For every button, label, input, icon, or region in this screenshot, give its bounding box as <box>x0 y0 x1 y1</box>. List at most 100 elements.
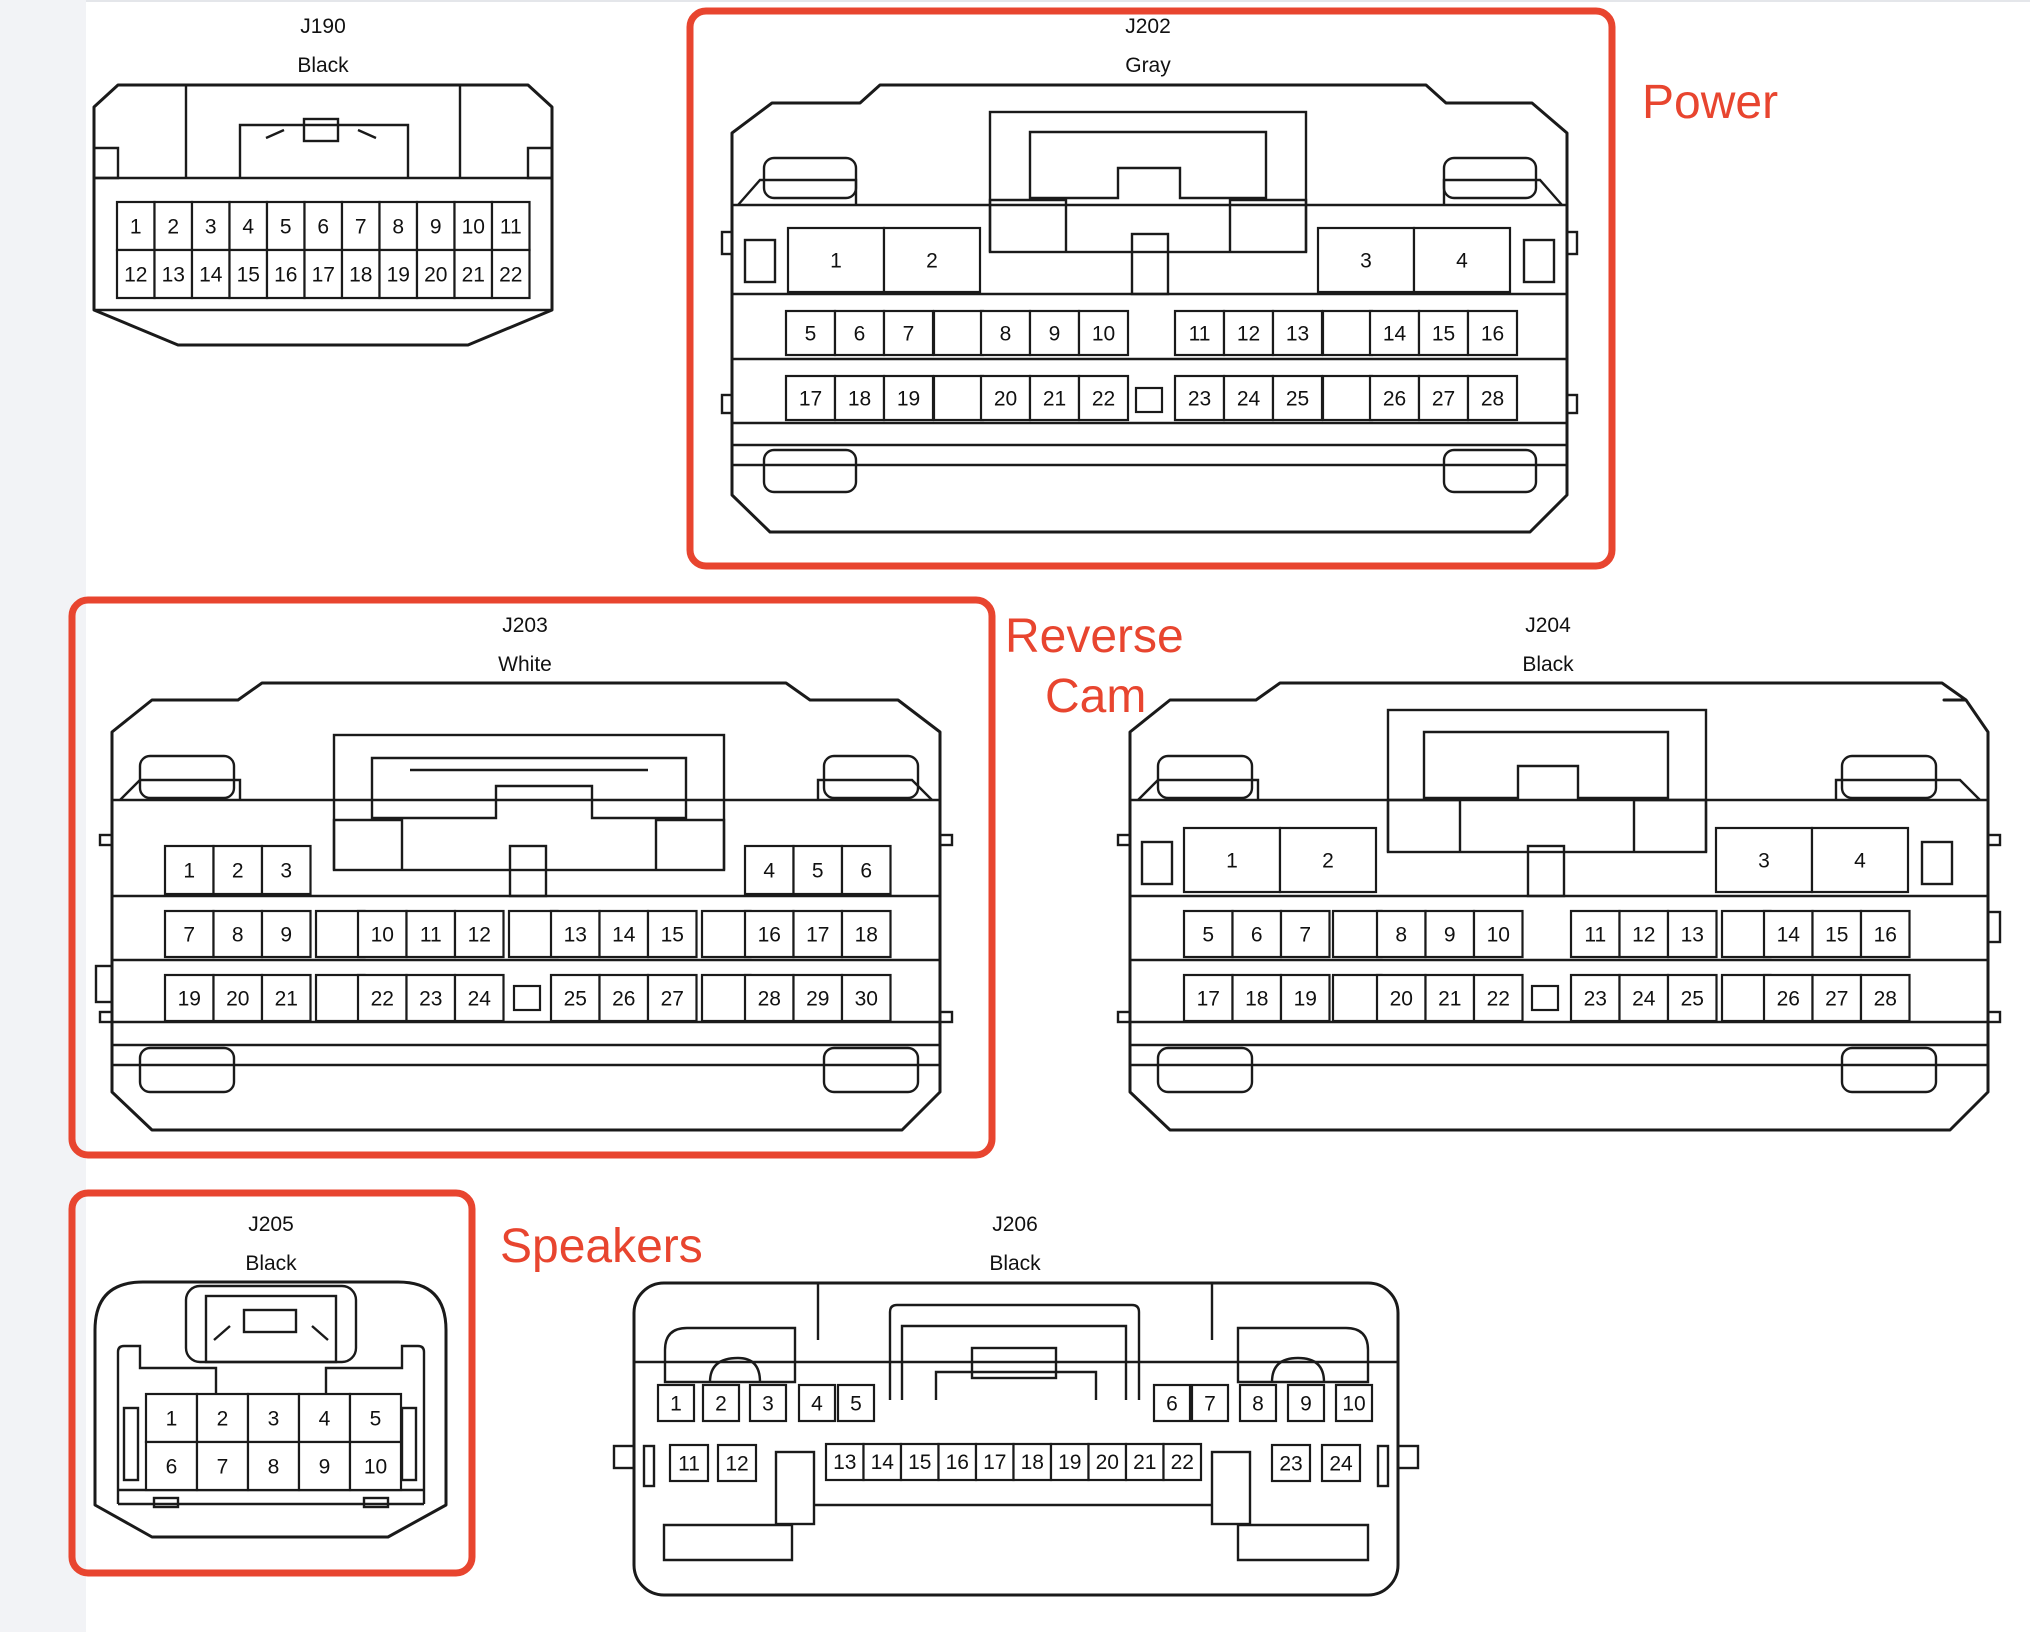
j190-pin-14-label: 14 <box>199 264 223 287</box>
j204-blank-cavity <box>1530 984 1560 1012</box>
j203-id: J203 <box>502 614 548 637</box>
j206-pin-23-label: 23 <box>1279 1453 1302 1476</box>
j206-pin-13-label: 13 <box>833 1451 856 1474</box>
j204-pin-9-label: 9 <box>1444 924 1456 947</box>
j190-pin-11-label: 11 <box>500 216 522 239</box>
j204-pin-23-label: 23 <box>1584 988 1607 1011</box>
j206-pin-15 <box>899 1442 940 1482</box>
j202-pin-28 <box>1466 374 1519 422</box>
j203-connector <box>94 681 954 1132</box>
j205-pin-8-label: 8 <box>268 1456 280 1479</box>
j202-pin-21 <box>1028 374 1081 422</box>
j203-pin-11 <box>405 909 457 959</box>
j202-pin-5-label: 5 <box>805 323 817 346</box>
j190-pin-1 <box>115 200 156 252</box>
j204-pin-23 <box>1569 973 1621 1023</box>
j203-pin-26-label: 26 <box>612 988 635 1011</box>
j204-color: Black <box>1522 653 1574 676</box>
j190-pin-12-label: 12 <box>124 264 147 287</box>
j203-pin-3-label: 3 <box>280 860 292 883</box>
annotation-cam: Cam <box>1045 670 1146 723</box>
j204-pin-26-label: 26 <box>1777 988 1800 1011</box>
j203-pin-5-label: 5 <box>812 860 824 883</box>
j202-pin-5 <box>784 309 837 357</box>
j202-pin-7-label: 7 <box>903 323 915 346</box>
j202-blank-cavity <box>1321 309 1374 357</box>
j204-pin-7-label: 7 <box>1299 924 1311 947</box>
j202-pin-3 <box>1316 226 1416 294</box>
j190-pin-22 <box>490 248 531 300</box>
j190-pin-3-label: 3 <box>205 216 217 239</box>
j205-pin-4-label: 4 <box>319 1408 331 1431</box>
j204-pin-24 <box>1618 973 1670 1023</box>
j204-pin-1-label: 1 <box>1226 850 1238 873</box>
j203-pin-18-label: 18 <box>855 924 878 947</box>
j204-pin-16-label: 16 <box>1874 924 1897 947</box>
j203-pin-29-label: 29 <box>806 988 829 1011</box>
j203-pin-9 <box>260 909 312 959</box>
j206-pin-3-label: 3 <box>762 1393 774 1416</box>
j190-pin-8-label: 8 <box>392 216 404 239</box>
j204-pin-13 <box>1666 909 1718 959</box>
j202-pin-4-label: 4 <box>1456 250 1468 273</box>
j203-pin-6 <box>840 844 892 896</box>
j202-pin-20 <box>979 374 1032 422</box>
j205-pin-9-label: 9 <box>319 1456 331 1479</box>
j190-pin-9 <box>415 200 456 252</box>
j190-pin-11 <box>490 200 531 252</box>
j202-pin-26-label: 26 <box>1383 388 1406 411</box>
j203-pin-18 <box>840 909 892 959</box>
j203-pin-24 <box>453 973 505 1023</box>
j206-pin-15-label: 15 <box>908 1451 931 1474</box>
j206-pin-8 <box>1238 1383 1278 1423</box>
j203-pin-22-label: 22 <box>371 988 394 1011</box>
j190-connector <box>92 83 554 347</box>
j203-pin-23 <box>405 973 457 1023</box>
j206-pin-24-label: 24 <box>1329 1453 1353 1476</box>
j206-pin-12-label: 12 <box>725 1453 748 1476</box>
j206-pin-24 <box>1320 1443 1362 1483</box>
j204-pin-4-label: 4 <box>1854 850 1866 873</box>
j203-blank-cavity <box>512 984 542 1012</box>
j190-pin-17-label: 17 <box>312 264 335 287</box>
j203-pin-12 <box>453 909 505 959</box>
j204-pin-15-label: 15 <box>1825 924 1848 947</box>
j204-pin-27-label: 27 <box>1825 988 1848 1011</box>
j190-pin-10-label: 10 <box>462 216 485 239</box>
j204-pin-22 <box>1472 973 1524 1023</box>
j203-pin-25 <box>549 973 601 1023</box>
j202-pin-16-label: 16 <box>1481 323 1504 346</box>
j202-pin-27 <box>1417 374 1470 422</box>
j206-pin-16-label: 16 <box>946 1451 969 1474</box>
j202-pin-25 <box>1271 374 1324 422</box>
j190-pin-17 <box>303 248 344 300</box>
j204-pin-16 <box>1859 909 1911 959</box>
j205-pin-3-label: 3 <box>268 1408 280 1431</box>
j203-color: White <box>498 653 552 676</box>
j190-pin-12 <box>115 248 156 300</box>
j204-pin-10-label: 10 <box>1487 924 1510 947</box>
j206-pin-11-label: 11 <box>678 1453 700 1476</box>
j206-pin-9 <box>1286 1383 1326 1423</box>
j204-id: J204 <box>1525 614 1571 637</box>
j190-pin-2-label: 2 <box>167 216 179 239</box>
j190-pin-4 <box>228 200 269 252</box>
j206-pin-10 <box>1334 1383 1374 1423</box>
j206-pin-18 <box>1012 1442 1053 1482</box>
j204-pin-6-label: 6 <box>1251 924 1263 947</box>
j202-pin-7 <box>882 309 935 357</box>
highlight-box-speakers <box>68 1189 476 1577</box>
j203-pin-1-label: 1 <box>183 860 195 883</box>
j206-pin-2 <box>701 1383 741 1423</box>
j203-pin-6-label: 6 <box>860 860 872 883</box>
j205-pin-6 <box>144 1440 199 1492</box>
j190-pin-5-label: 5 <box>280 216 292 239</box>
j204-pin-5-label: 5 <box>1202 924 1214 947</box>
j204-pin-19-label: 19 <box>1294 988 1317 1011</box>
j203-pin-7-label: 7 <box>183 924 195 947</box>
j204-pin-1 <box>1182 826 1282 894</box>
j204-pin-12-label: 12 <box>1632 924 1655 947</box>
j204-pin-3-label: 3 <box>1758 850 1770 873</box>
j206-connector <box>612 1281 1420 1597</box>
